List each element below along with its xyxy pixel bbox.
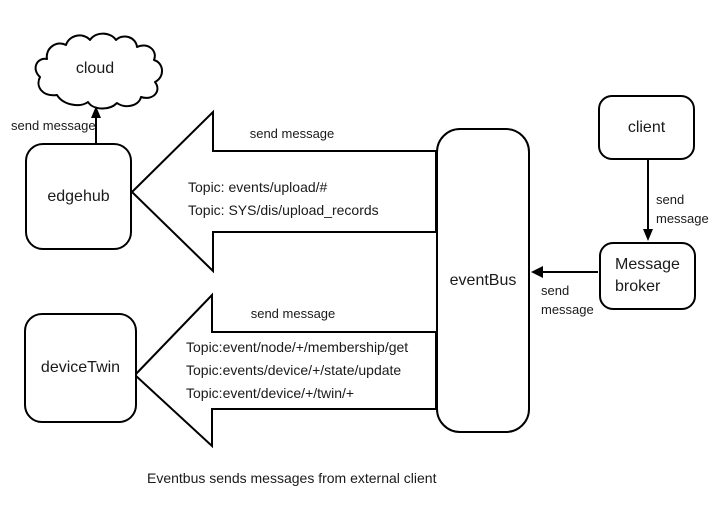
edge-label-broker-to-eventbus: send message — [541, 283, 594, 317]
message-broker-node: Message broker — [599, 242, 696, 310]
edge-label-eventbus-to-edgehub: send message — [249, 126, 335, 141]
devicetwin-node-label: deviceTwin — [40, 359, 121, 376]
arrow-client-to-broker — [643, 160, 653, 241]
cloud-shape — [34, 32, 163, 110]
topic-line: Topic:event/node/+/membership/get — [186, 339, 409, 355]
topic-list-eventbus-to-devicetwin: Topic:event/node/+/membership/get Topic:… — [186, 336, 408, 405]
topic-list-eventbus-to-edgehub: Topic: events/upload/# Topic: SYS/dis/up… — [188, 176, 379, 222]
client-node: client — [598, 95, 695, 160]
client-node-label: client — [627, 118, 666, 136]
topic-line: Topic: SYS/dis/upload_records — [188, 202, 379, 218]
edge-label-edgehub-to-cloud: send message — [11, 118, 96, 133]
edgehub-node-label: edgehub — [47, 187, 110, 205]
topic-line: Topic:event/device/+/twin/+ — [186, 385, 355, 401]
message-broker-node-label: Message broker — [615, 256, 680, 295]
arrow-edgehub-to-cloud — [91, 106, 101, 143]
arrow-broker-to-eventbus — [531, 266, 598, 278]
cloud-node-label: cloud — [75, 60, 115, 77]
topic-line: Topic: events/upload/# — [188, 179, 328, 195]
diagram-caption: Eventbus sends messages from external cl… — [147, 470, 437, 486]
eventbus-node-label: eventBus — [449, 271, 517, 289]
devicetwin-node: deviceTwin — [24, 313, 137, 423]
topic-line: Topic:events/device/+/state/update — [186, 362, 402, 378]
edge-label-eventbus-to-devicetwin: send message — [250, 306, 336, 321]
eventbus-node: eventBus — [436, 128, 530, 433]
edge-label-client-to-broker: send message — [656, 192, 709, 226]
edgehub-node: edgehub — [25, 143, 132, 250]
